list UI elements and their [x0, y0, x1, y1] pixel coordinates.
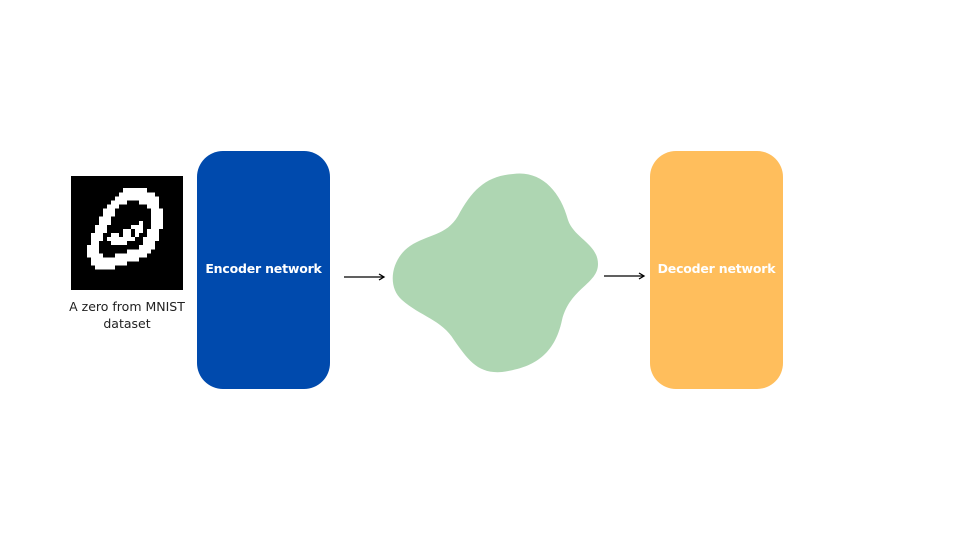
mnist-digit-image	[71, 176, 183, 290]
decoder-label: Decoder network	[657, 260, 776, 276]
latent-space-blob	[392, 173, 598, 373]
right-arrow-icon	[344, 273, 386, 281]
right-arrow-icon	[604, 272, 646, 280]
input-caption: A zero from MNIST dataset	[69, 299, 185, 331]
encoder-label: Encoder network	[205, 260, 322, 276]
decoder-network-box: Decoder network	[650, 151, 783, 389]
encoder-network-box: Encoder network	[197, 151, 330, 389]
